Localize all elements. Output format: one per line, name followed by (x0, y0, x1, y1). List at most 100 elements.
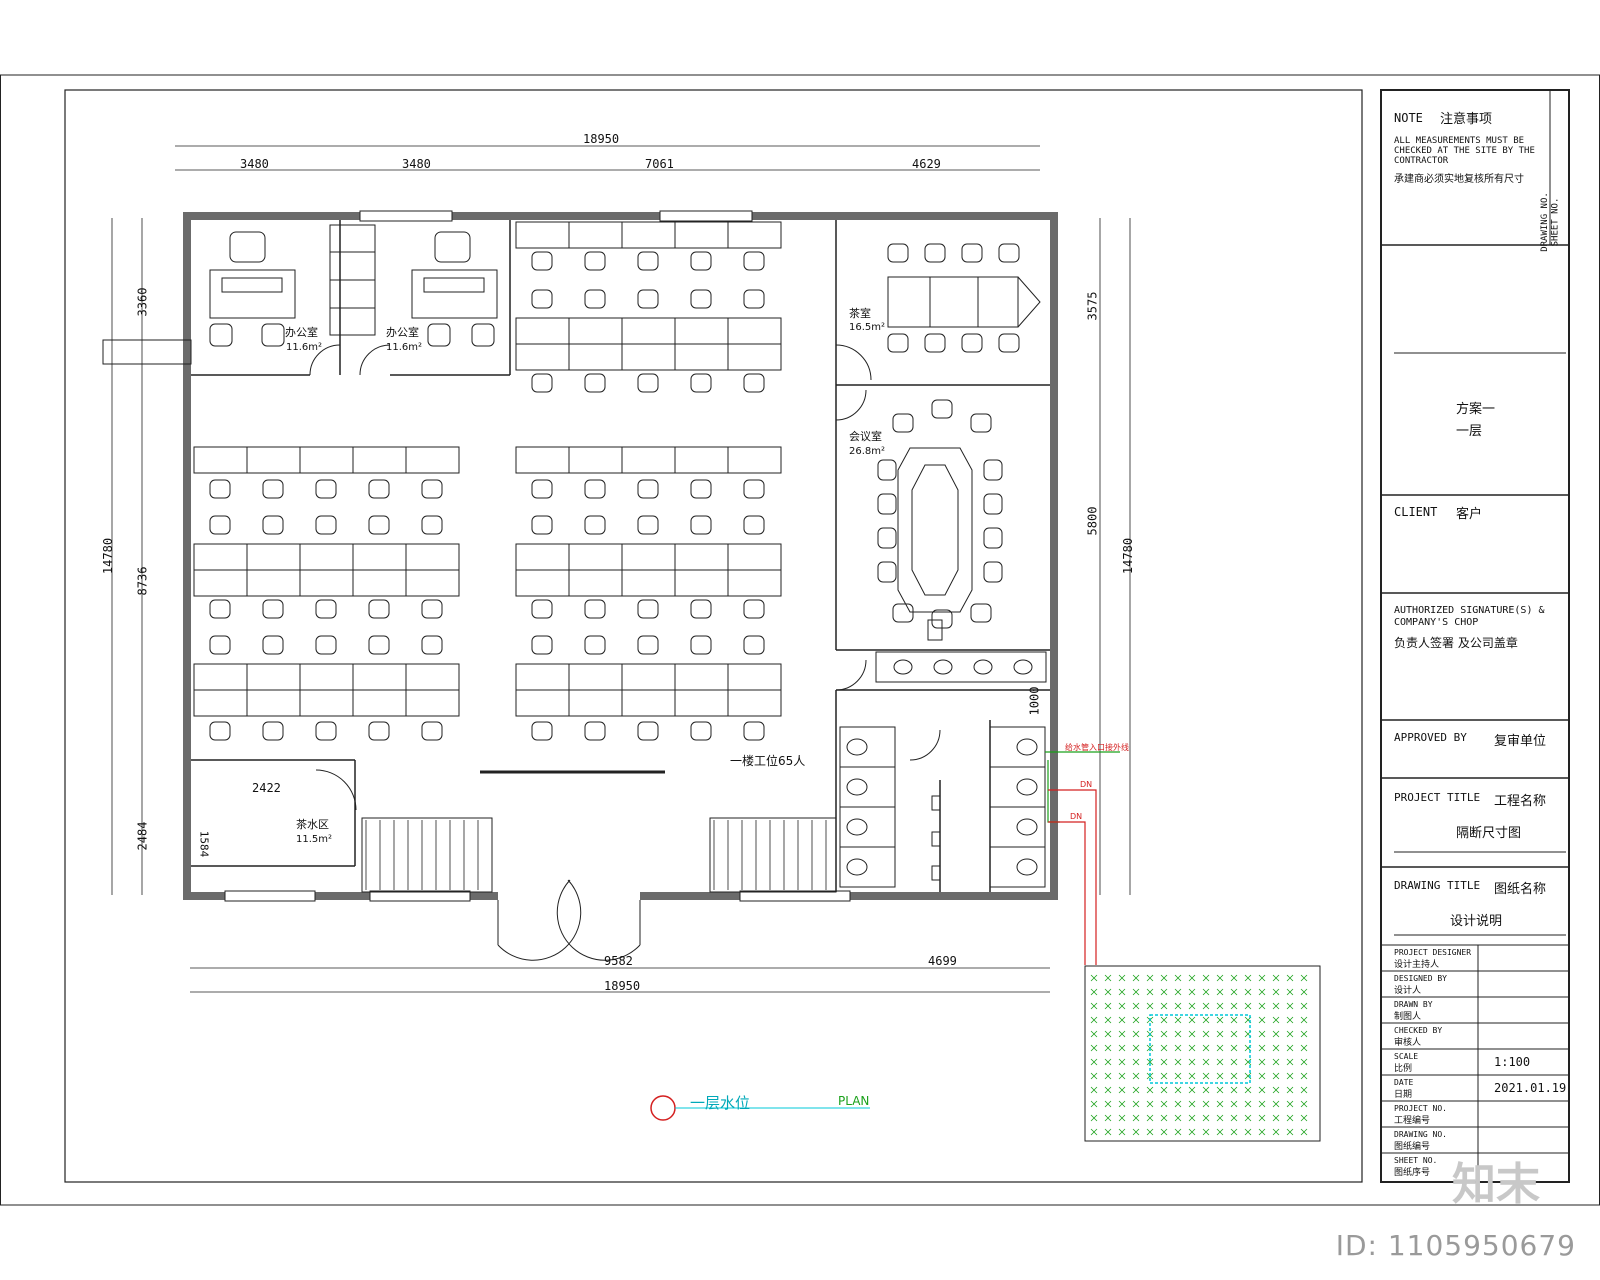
grass-mark (1202, 1128, 1210, 1136)
chair (262, 635, 284, 655)
chair (743, 721, 765, 741)
tb-row-value: 2021.01.19 (1494, 1081, 1567, 1095)
grass-mark (1286, 1016, 1294, 1024)
chair (531, 373, 553, 393)
grass-mark (1090, 1016, 1098, 1024)
desk (515, 543, 570, 571)
desk (193, 689, 248, 717)
stair-steps (365, 820, 827, 890)
grass-mark (1272, 1072, 1280, 1080)
tb-row-cn: 图纸序号 (1394, 1168, 1431, 1178)
grass-mark (1090, 974, 1098, 982)
grass-mark (1090, 1058, 1098, 1066)
chair (637, 721, 659, 741)
title-block-frame (1380, 89, 1570, 1183)
grass-mark (1160, 1058, 1168, 1066)
grass-mark (1090, 1114, 1098, 1122)
desk (299, 543, 354, 571)
desk (727, 689, 782, 717)
plan-caption-title: 一层水位 (690, 1094, 751, 1112)
grass-mark (1090, 1072, 1098, 1080)
dim-bottom-seg-1: 9582 (604, 954, 633, 968)
drawing-title-label-cn: 图纸名称 (1494, 882, 1547, 897)
dim-top-seg-3: 7061 (645, 157, 674, 171)
grass-mark (1202, 1086, 1210, 1094)
chair (584, 289, 606, 309)
grass-mark (1258, 1128, 1266, 1136)
dim-right-seg-1: 3575 (1085, 291, 1100, 321)
chair (877, 493, 897, 515)
chair (368, 515, 390, 535)
grass-mark (1118, 1072, 1126, 1080)
room-tea-area: 16.5m² (849, 322, 886, 333)
grass-mark (1272, 1128, 1280, 1136)
grass-mark (1146, 1100, 1154, 1108)
grass-mark (1118, 1030, 1126, 1038)
grass-mark (1258, 1072, 1266, 1080)
dim-pantry-width: 2422 (252, 781, 281, 795)
dim-left-seg-1: 3360 (135, 287, 150, 317)
grass-mark (1286, 1128, 1294, 1136)
approved-label-cn: 复审单位 (1494, 734, 1547, 749)
grass-mark (1174, 1002, 1182, 1010)
grass-mark (1272, 1016, 1280, 1024)
chair (690, 289, 712, 309)
grass-mark (1272, 1086, 1280, 1094)
grass-mark (1202, 1058, 1210, 1066)
chair (421, 635, 443, 655)
grass-mark (1216, 988, 1224, 996)
grass-mark (1216, 1030, 1224, 1038)
chair (368, 479, 390, 499)
grass-mark (1118, 1128, 1126, 1136)
chair (690, 373, 712, 393)
grass-mark (1090, 988, 1098, 996)
desk (727, 446, 782, 474)
dim-top-seg-1: 3480 (240, 157, 269, 171)
chair (998, 333, 1020, 353)
grass-mark (1174, 1114, 1182, 1122)
chair (743, 599, 765, 619)
grass-mark (1272, 974, 1280, 982)
grass-mark (1202, 1044, 1210, 1052)
desk (674, 317, 729, 345)
grass-mark (1286, 1072, 1294, 1080)
chair (421, 479, 443, 499)
chair (877, 561, 897, 583)
sinks (875, 651, 1047, 683)
desk (568, 663, 623, 691)
tb-row-en: SHEET NO. (1394, 1156, 1438, 1165)
tb-row-en: CHECKED BY (1394, 1026, 1443, 1035)
grass-mark (1258, 1002, 1266, 1010)
desk (515, 317, 570, 345)
chair (983, 527, 1003, 549)
chair (262, 721, 284, 741)
chair (531, 289, 553, 309)
grass-mark (1230, 1114, 1238, 1122)
chair (690, 599, 712, 619)
grass-mark (1132, 1044, 1140, 1052)
grass-mark (1188, 1058, 1196, 1066)
grass-mark (1202, 1002, 1210, 1010)
grass-mark (1118, 1100, 1126, 1108)
grass-mark (1160, 1128, 1168, 1136)
grass-mark (1244, 1072, 1252, 1080)
chair (368, 599, 390, 619)
pipe-label-dn-1: DN (1080, 780, 1093, 789)
chair (421, 515, 443, 535)
chair (877, 459, 897, 481)
grass-mark (1244, 1086, 1252, 1094)
room-meeting-name: 会议室 (849, 430, 882, 443)
desk (299, 663, 354, 691)
title-block-rows (1381, 944, 1569, 1154)
chair (690, 721, 712, 741)
grass-mark (1188, 1114, 1196, 1122)
grass-mark (1090, 1030, 1098, 1038)
grass-mark (1104, 1016, 1112, 1024)
grass-mark (1104, 1072, 1112, 1080)
dim-top-total: 18950 (583, 132, 620, 146)
grass-mark (1104, 1100, 1112, 1108)
grass-mark (1160, 1016, 1168, 1024)
chair (970, 603, 992, 623)
dim-right-seg-2: 5800 (1085, 506, 1100, 536)
chair (892, 603, 914, 623)
